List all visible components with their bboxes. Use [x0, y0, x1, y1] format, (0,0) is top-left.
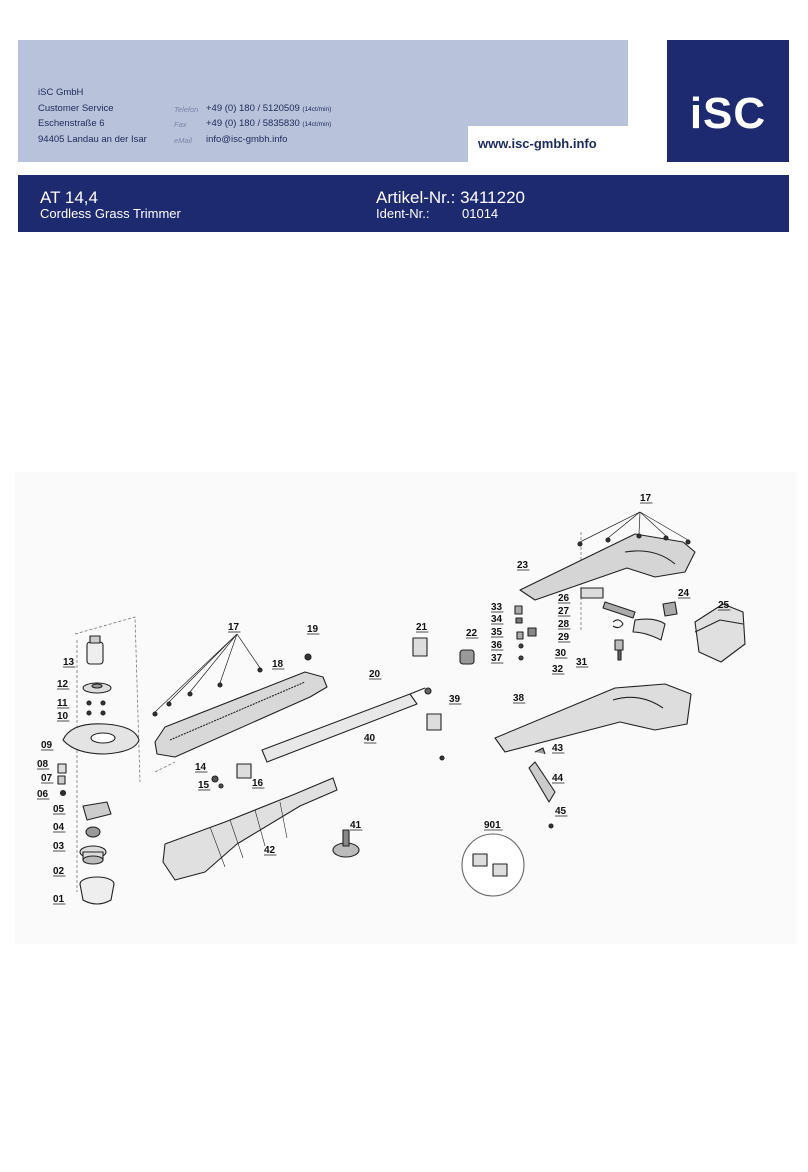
part-number-label: 12	[57, 679, 69, 690]
exploded-parts-diagram: 01 02 03 04 05 06 07 08 09 10 11 12 13 14 15 16 17 18 19 20…	[15, 472, 797, 944]
ident-number: 01014	[462, 206, 499, 221]
product-title-bar: AT 14,4 Cordless Grass Trimmer Artikel-N…	[18, 175, 789, 232]
part-number-label: 18	[272, 659, 284, 670]
part-number-label: 901	[484, 820, 501, 831]
part-number-label: 24	[678, 588, 690, 599]
part-number-label: 06	[37, 789, 49, 800]
part-number-label: 40	[364, 733, 376, 744]
part-number-label: 43	[552, 743, 564, 754]
part-number-label: 29	[558, 632, 570, 643]
part-number-label: 30	[555, 648, 567, 659]
phone-label: Telefon	[174, 105, 199, 114]
part-number-label: 05	[53, 804, 65, 815]
city-address: 94405 Landau an der Isar	[38, 134, 147, 145]
part-number-label: 42	[264, 845, 276, 856]
exploded-view-drawing: 01 02 03 04 05 06 07 08 09 10 11 12 13 14 15 16 17 18 19 20…	[37, 493, 746, 905]
part-number-label: 01	[53, 894, 65, 905]
part-number-label: 36	[491, 640, 503, 651]
website-box: www.isc-gmbh.info	[468, 126, 628, 162]
part-number-label: 33	[491, 602, 503, 613]
part-number-label: 16	[252, 778, 264, 789]
model-name: AT 14,4	[40, 188, 98, 207]
fax-label: Fax	[174, 120, 187, 129]
part-number-label: 02	[53, 866, 65, 877]
article-number: Artikel-Nr.: 3411220	[376, 188, 525, 207]
phone-number: +49 (0) 180 / 5120509 (14ct/min)	[206, 103, 332, 114]
part-number-label: 26	[558, 593, 570, 604]
part-number-label: 27	[558, 606, 570, 617]
part-number-label: 41	[350, 820, 362, 831]
part-number-label: 37	[491, 653, 503, 664]
part-number-label: 35	[491, 627, 503, 638]
website-link[interactable]: www.isc-gmbh.info	[478, 136, 597, 151]
part-number-label: 17	[228, 622, 240, 633]
part-number-label: 15	[198, 780, 210, 791]
part-number-label: 44	[552, 773, 564, 784]
isc-logo: iSC	[667, 40, 789, 162]
email-link[interactable]: info@isc-gmbh.info	[206, 134, 288, 145]
part-number-label: 09	[41, 740, 53, 751]
fax-number: +49 (0) 180 / 5835830 (14ct/min)	[206, 118, 332, 129]
part-number-label: 07	[41, 773, 53, 784]
product-name: Cordless Grass Trimmer	[40, 206, 181, 221]
contact-panel: iSC GmbH Customer Service Eschenstraße 6…	[18, 40, 628, 162]
part-number-label: 34	[491, 614, 503, 625]
part-number-label: 11	[57, 698, 68, 709]
part-number-label: 08	[37, 759, 49, 770]
part-number-label: 13	[63, 657, 75, 668]
part-number-label: 20	[369, 669, 381, 680]
part-number-label: 23	[517, 560, 529, 571]
street-address: Eschenstraße 6	[38, 118, 105, 129]
part-number-label: 25	[718, 600, 730, 611]
part-number-label: 38	[513, 693, 525, 704]
part-number-label: 21	[416, 622, 428, 633]
part-number-label: 28	[558, 619, 570, 630]
part-number-label: 22	[466, 628, 478, 639]
part-number-label: 39	[449, 694, 461, 705]
part-number-label: 10	[57, 711, 69, 722]
ident-label: Ident-Nr.:	[376, 206, 430, 221]
logo-text: iSC	[689, 89, 767, 138]
part-number-label: 17	[640, 493, 652, 504]
part-number-label: 14	[195, 762, 207, 773]
part-number-label: 45	[555, 806, 567, 817]
company-name: iSC GmbH	[38, 87, 84, 98]
part-number-label: 31	[576, 657, 588, 668]
part-number-label: 19	[307, 624, 319, 635]
email-label: eMail	[174, 136, 192, 145]
part-number-label: 32	[552, 664, 564, 675]
department: Customer Service	[38, 103, 114, 114]
part-number-label: 04	[53, 822, 65, 833]
part-number-label: 03	[53, 841, 65, 852]
